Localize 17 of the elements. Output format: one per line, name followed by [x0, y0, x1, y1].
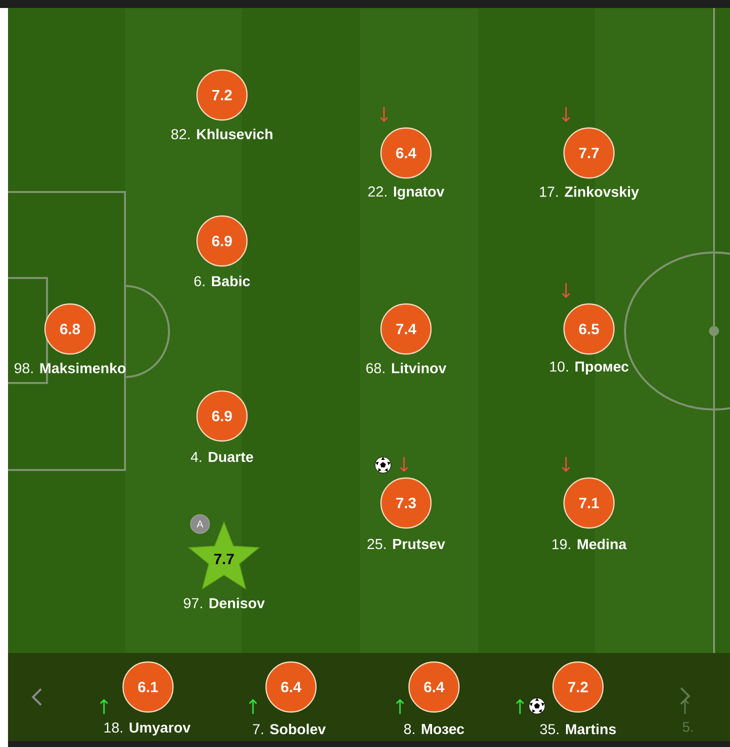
player-name: 5.: [682, 722, 693, 732]
player-name: 6. Babic: [194, 276, 250, 286]
player-name: 4. Duarte: [190, 452, 254, 462]
player-name: 98. Maksimenko: [14, 362, 126, 374]
player-name: 19. Medina: [552, 538, 627, 550]
player-name: 18. Umyarov: [104, 722, 191, 736]
player-name: 97. Denisov: [184, 598, 265, 608]
player-name: 35. Martins: [540, 724, 616, 734]
player-name: 8. Мозес: [404, 724, 464, 734]
player-name: 25. Prutsev: [368, 538, 446, 550]
player-name: 7. Sobolev: [252, 724, 326, 734]
player-name: 10. Промес: [550, 361, 628, 375]
captain-badge: A: [190, 514, 210, 534]
player-name: 22. Ignatov: [368, 186, 444, 200]
player-name: 82. Khlusevich: [171, 128, 272, 140]
player-name: 68. Litvinov: [366, 362, 446, 374]
player-name: 17. Zinkovskiy: [540, 186, 639, 200]
